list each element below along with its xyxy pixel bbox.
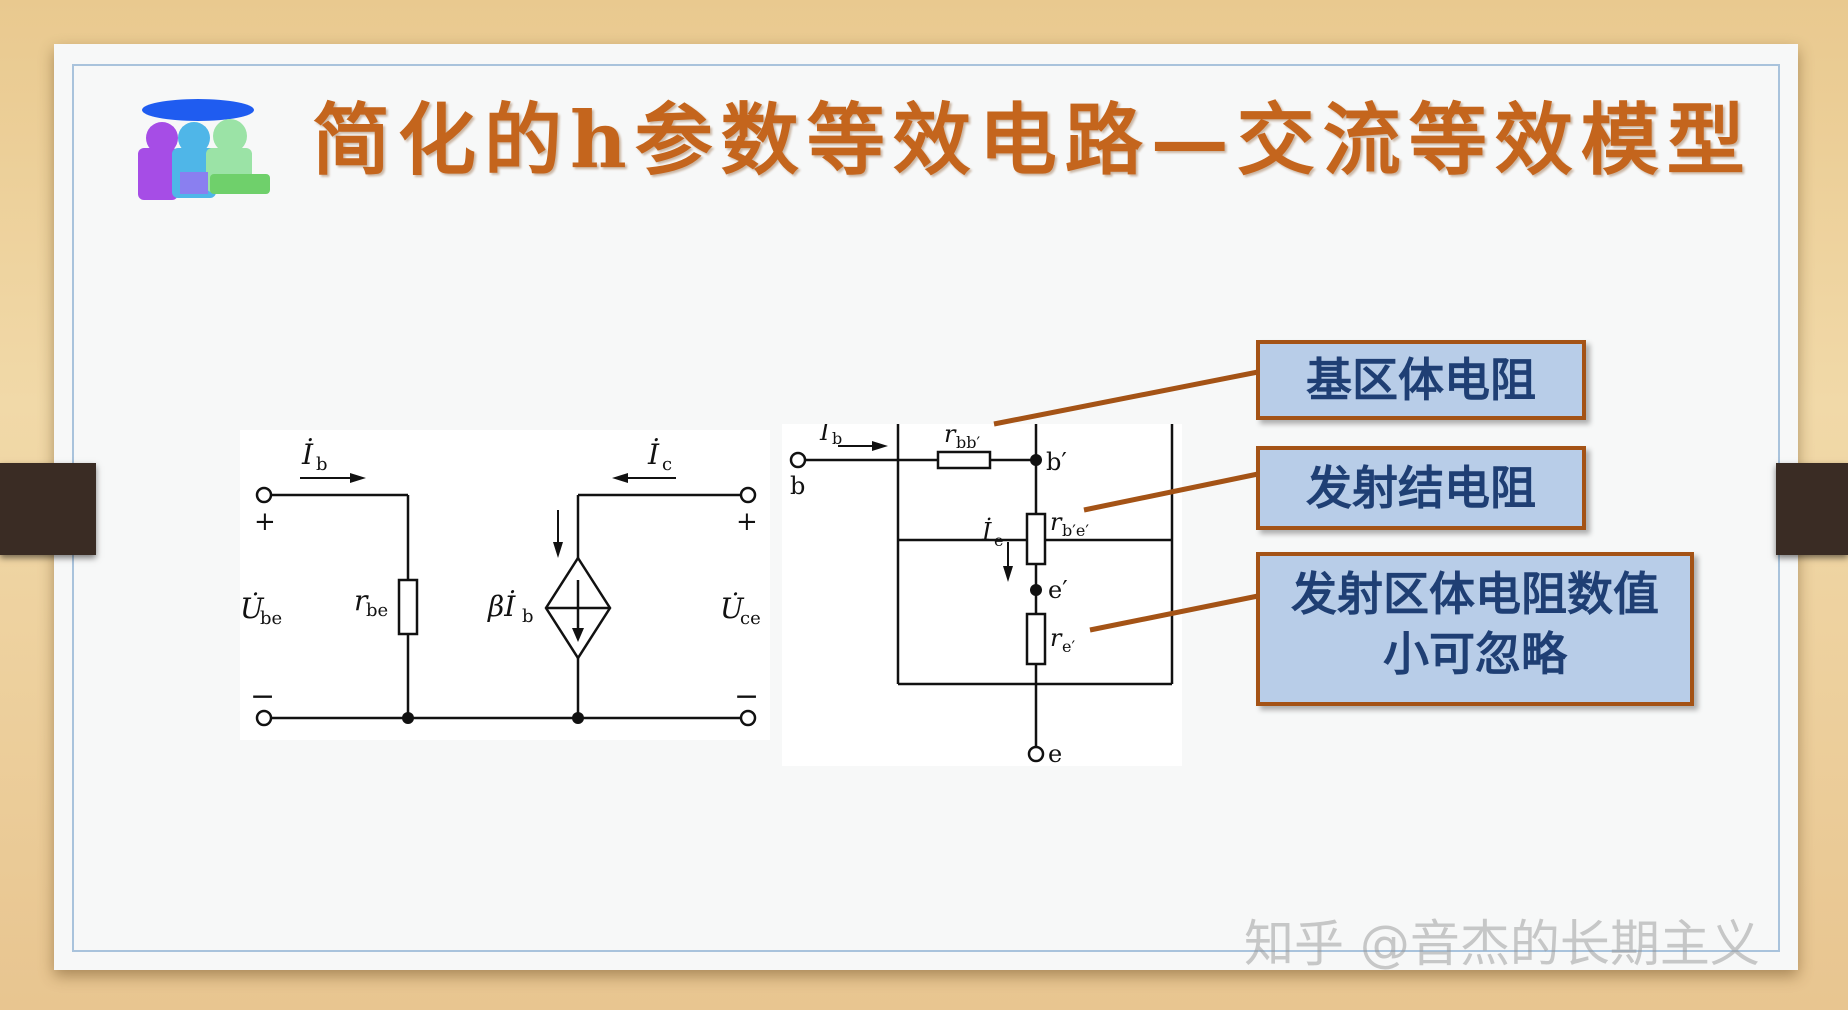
ib-label: İ xyxy=(301,438,314,471)
e-terminal-label: e xyxy=(1048,740,1062,766)
callout-base-resistance: 基区体电阻 xyxy=(1256,340,1586,420)
b-terminal-label: b xyxy=(790,472,805,500)
right-clip xyxy=(1776,463,1848,555)
people-logo-icon xyxy=(138,99,270,200)
beta-ib-sub: b xyxy=(522,606,534,627)
eprime-node-label: e′ xyxy=(1048,576,1068,604)
callout-emitter-junction-resistance: 发射结电阻 xyxy=(1256,446,1586,530)
rbe-sub: be xyxy=(366,600,388,621)
ie-label: İ xyxy=(981,517,992,546)
rbe-int-label: r xyxy=(1050,508,1063,536)
bprime-node-label: b′ xyxy=(1046,448,1067,476)
minus-left: − xyxy=(250,679,275,714)
rbe-label: r xyxy=(354,584,369,617)
rbb-sub: bb′ xyxy=(956,433,980,452)
minus-right: − xyxy=(734,679,759,714)
transistor-structure-circuit: İ b b b′ r bb′ İ e r b′e′ e′ r e′ e xyxy=(782,417,1182,768)
rbb-label: r xyxy=(944,424,957,448)
rc-ib-sub: b xyxy=(832,429,842,448)
ic-label: İ xyxy=(647,438,660,471)
callout-emitter-region-resistance: 发射区体电阻数值小可忽略 xyxy=(1256,552,1694,706)
plus-right: + xyxy=(736,507,758,537)
ube-sub: be xyxy=(260,608,282,629)
ic-sub: c xyxy=(662,454,672,475)
beta-ib-label: βİ xyxy=(487,590,516,623)
left-clip xyxy=(0,463,96,555)
re-label: r xyxy=(1050,624,1063,652)
rc-ib-label: İ xyxy=(819,424,830,446)
plus-left: + xyxy=(254,507,276,537)
rbe-int-sub: b′e′ xyxy=(1062,521,1089,540)
h-parameter-circuit: İ b İ c + + − − U̇ be U̇ ce r be βİ b xyxy=(240,430,770,740)
ie-sub: e xyxy=(994,531,1003,550)
slide-title: 简化的h参数等效电路—交流等效模型 xyxy=(312,95,1753,186)
ib-sub: b xyxy=(316,454,328,475)
watermark: 知乎 @音杰的长期主义 xyxy=(1244,915,1760,973)
re-sub: e′ xyxy=(1062,637,1075,656)
ube-label: U̇ xyxy=(240,592,265,625)
uce-sub: ce xyxy=(740,608,761,629)
uce-label: U̇ xyxy=(720,592,745,625)
